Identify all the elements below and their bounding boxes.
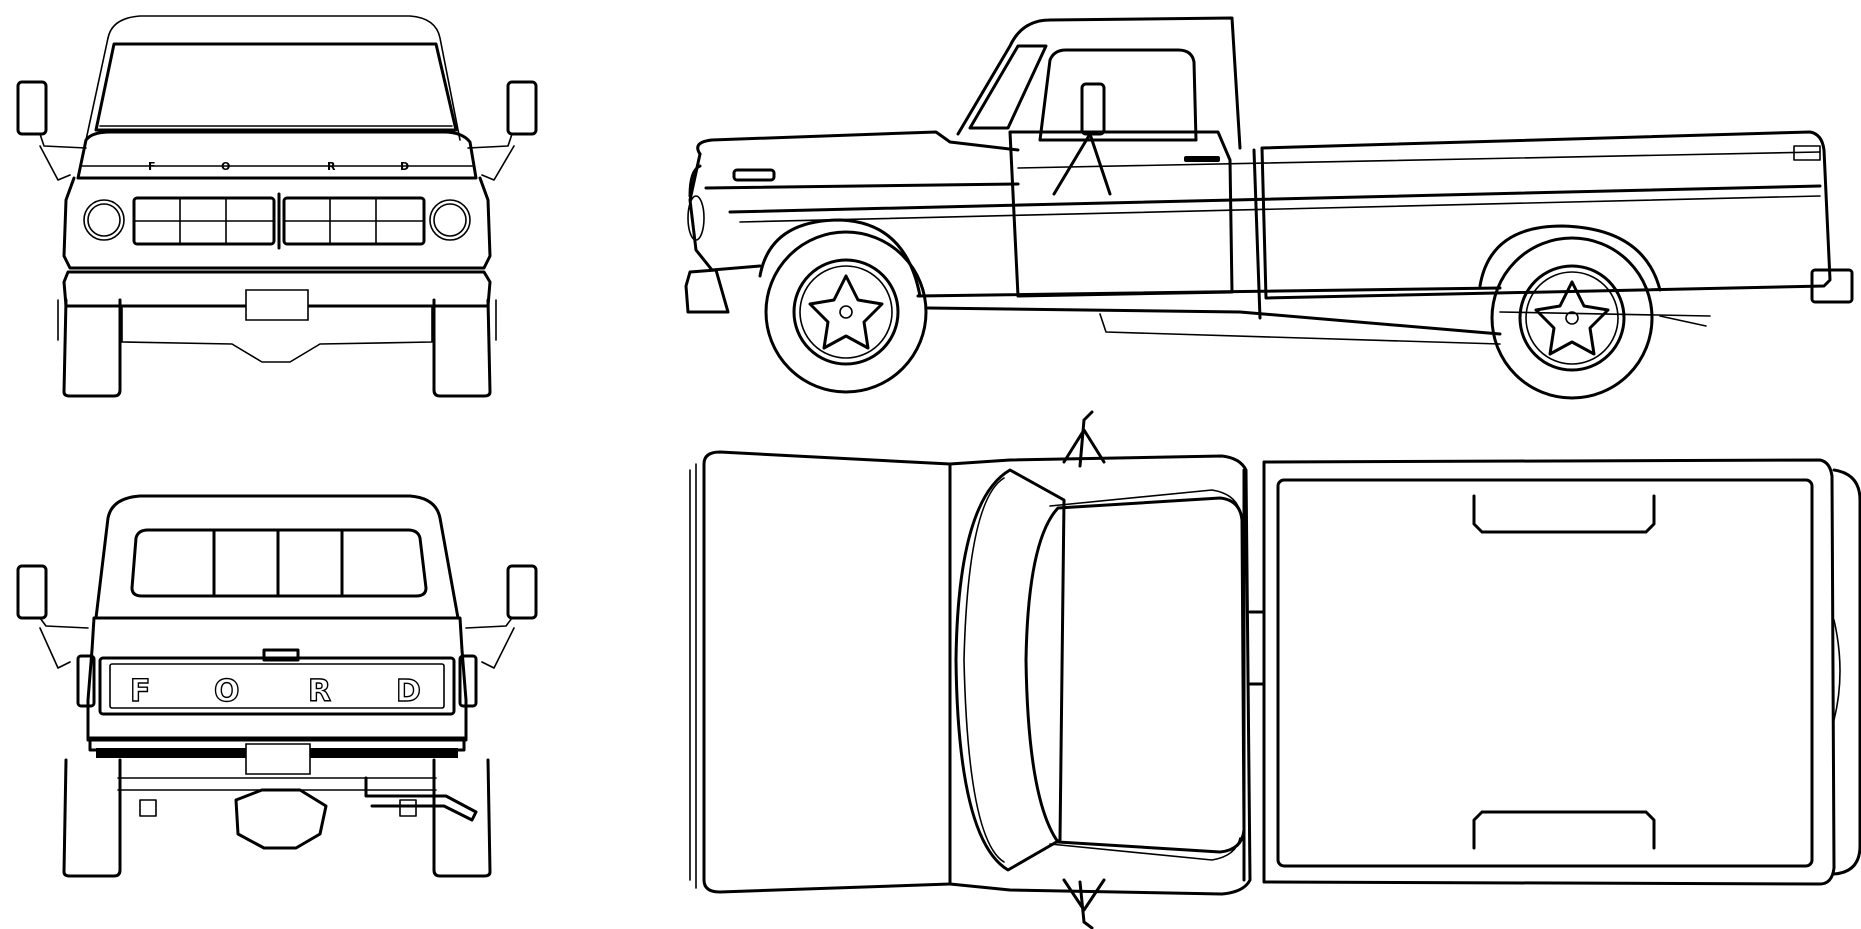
side-marker-light: [734, 170, 774, 180]
rear-left-tire: [64, 760, 120, 876]
hood-letter-o: O: [221, 160, 230, 173]
tailgate-letter-d: D: [396, 674, 421, 709]
front-right-mirror: [468, 82, 536, 180]
top-cab-roof: [1026, 498, 1244, 852]
front-view: F O R D: [18, 16, 536, 396]
side-front-bumper: [686, 270, 728, 312]
side-rear-wheel: [1492, 238, 1652, 398]
side-view: [686, 18, 1852, 398]
top-left-mirror: [1064, 412, 1104, 466]
top-hood: [704, 452, 950, 892]
rear-right-taillight: [460, 656, 476, 706]
front-hood-lettering: F O R D: [148, 160, 409, 173]
side-door-window: [1040, 50, 1196, 140]
top-tailgate: [1834, 470, 1860, 874]
rear-window: [132, 530, 426, 596]
rear-left-mirror: [18, 566, 88, 668]
tailgate: F O R D: [100, 658, 454, 714]
rear-right-tire: [434, 760, 490, 876]
top-pickup-bed: [1264, 460, 1834, 884]
hood-letter-f: F: [148, 160, 156, 173]
front-left-headlight: [84, 200, 124, 240]
tailgate-letter-o: O: [214, 674, 240, 709]
front-left-mirror: [18, 82, 86, 180]
front-grille: [134, 194, 424, 248]
rear-differential: [236, 790, 326, 848]
rear-right-mirror: [466, 566, 536, 668]
top-view: [690, 412, 1860, 928]
rear-license-plate: [246, 744, 310, 774]
front-right-tire: [434, 300, 490, 396]
side-front-wheel: [766, 232, 926, 392]
front-left-tire: [64, 300, 120, 396]
side-rear-bumper: [1812, 270, 1852, 302]
side-door: [1010, 132, 1232, 296]
hood-letter-d: D: [400, 160, 409, 173]
side-pickup-bed: [1262, 132, 1830, 298]
top-right-mirror: [1064, 880, 1104, 928]
rear-left-taillight: [78, 656, 94, 706]
front-right-headlight: [430, 200, 470, 240]
tailgate-letter-f: F: [130, 674, 151, 709]
rear-view: F O R D: [18, 496, 536, 876]
top-windshield: [956, 470, 1064, 870]
hood-letter-r: R: [327, 160, 336, 173]
tailgate-lettering: F O R D: [129, 673, 421, 709]
side-mirror: [1082, 84, 1104, 134]
exhaust-pipe: [366, 778, 476, 820]
front-license-plate: [246, 290, 308, 320]
tailgate-letter-r: R: [308, 674, 331, 709]
